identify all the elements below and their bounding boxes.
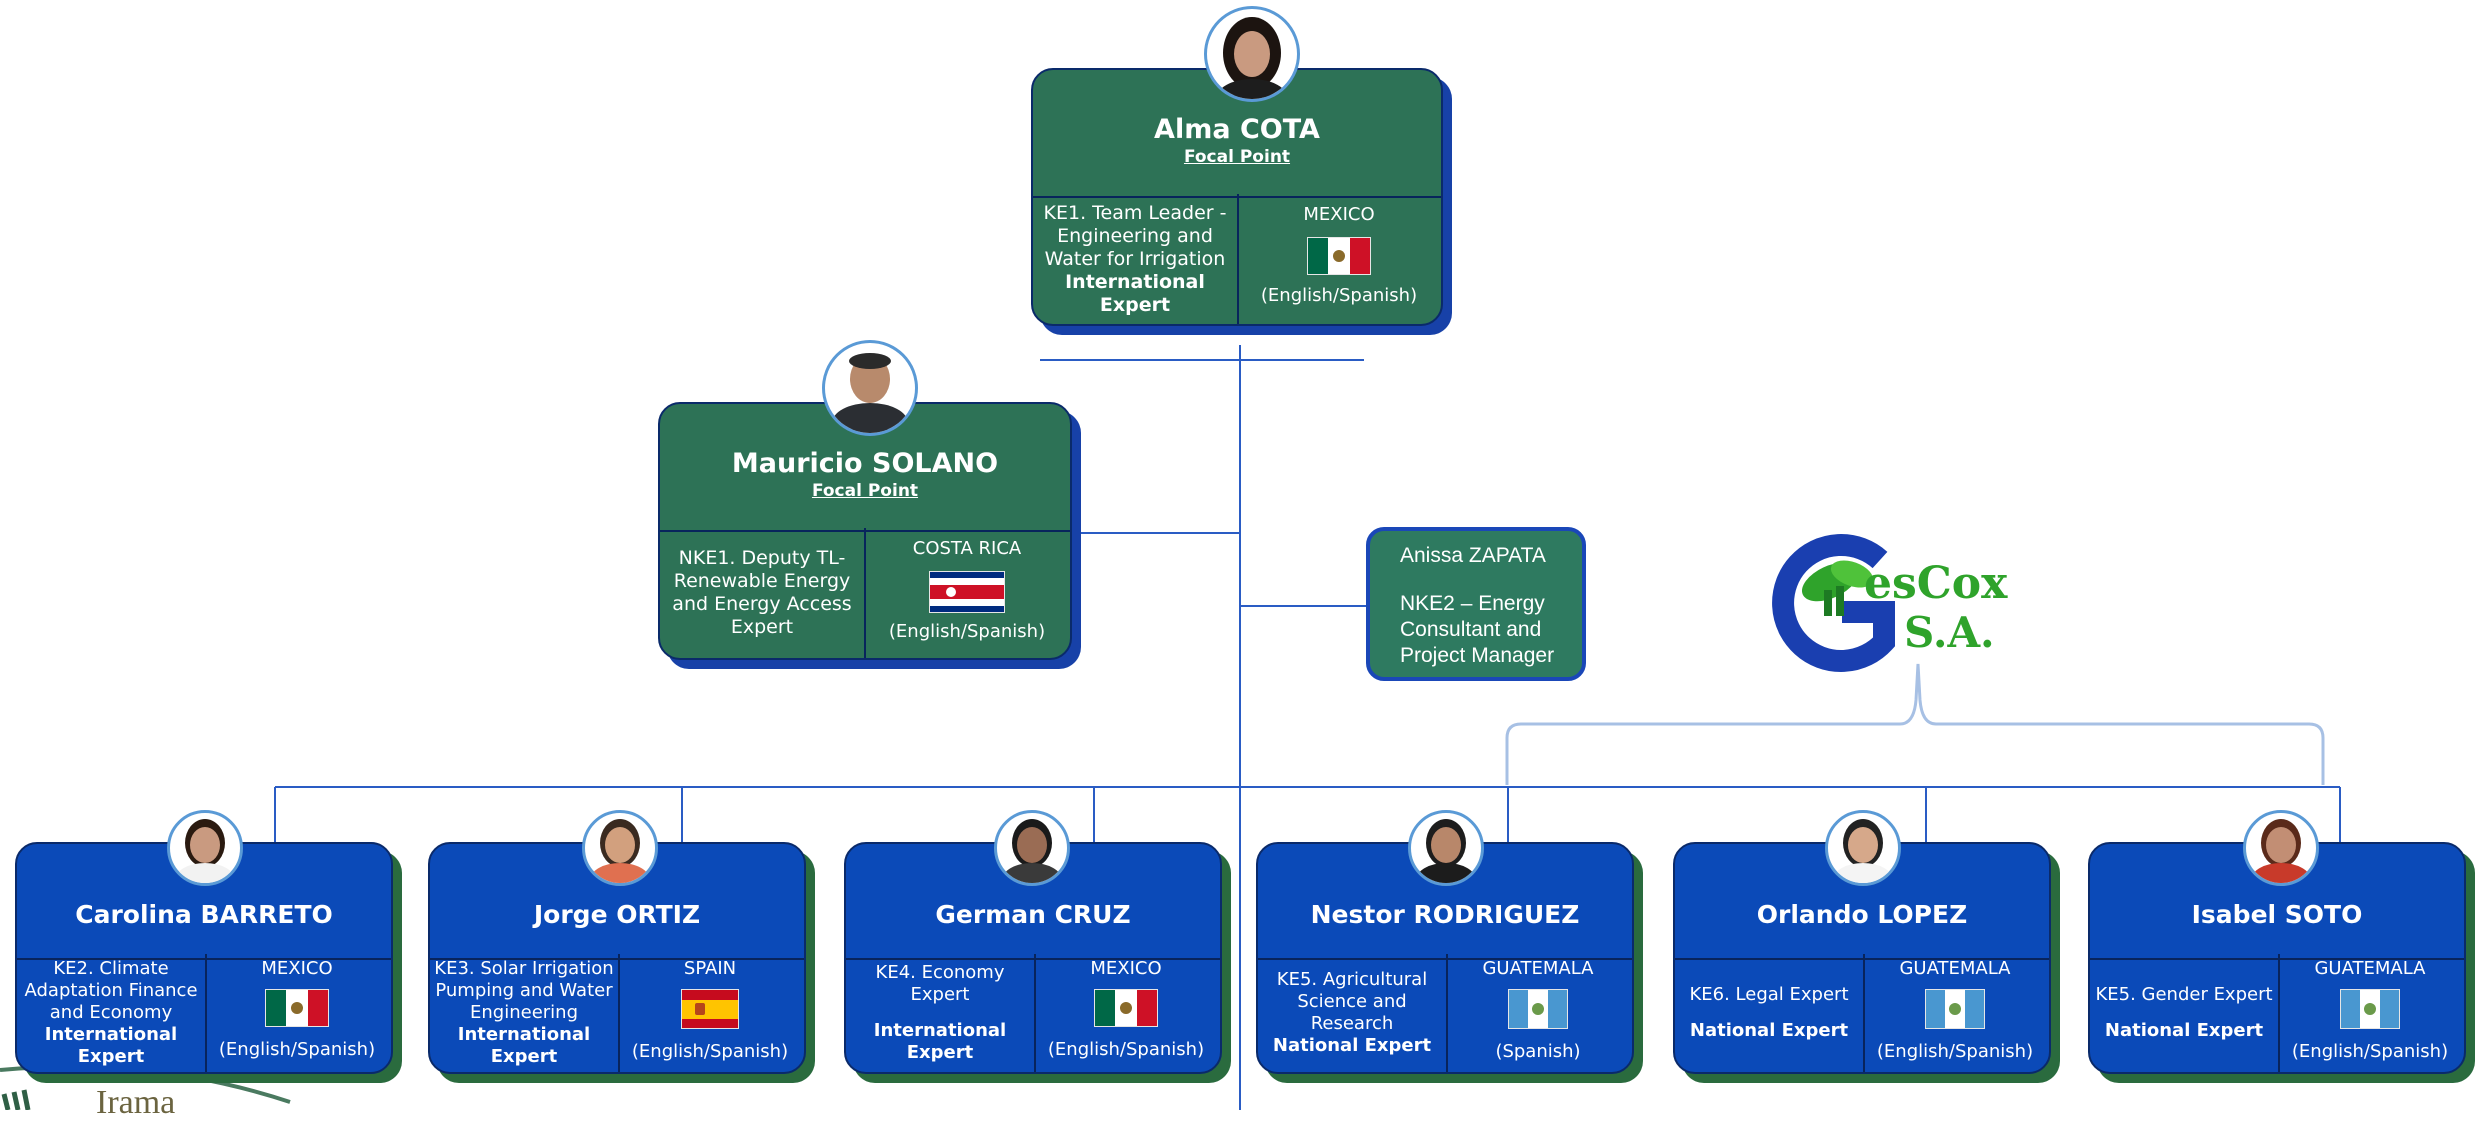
country-cell: SPAIN (English/Spanish) (616, 954, 804, 1072)
expert-level: International Expert (873, 1020, 1007, 1063)
language: (Spanish) (1495, 1041, 1581, 1062)
position-cell: KE6. Legal Expert National Expert (1675, 954, 1865, 1072)
country-name: GUATEMALA (1899, 958, 2011, 979)
country-name: MEXICO (1303, 204, 1375, 225)
card-header: Carolina BARRETO (17, 844, 391, 960)
position-title: KE4. Economy Expert (875, 962, 1005, 1005)
position-title: NKE1. Deputy TL- Renewable Energy and En… (672, 547, 852, 638)
position-cell: NKE1. Deputy TL- Renewable Energy and En… (660, 528, 866, 658)
person-name: Isabel SOTO (2191, 900, 2363, 929)
person-name: Orlando LOPEZ (1756, 900, 1968, 929)
logo-text-bottom: S.A. (1904, 608, 1995, 657)
expert-avatar (167, 810, 243, 886)
logo-text-top: esCox (1864, 558, 2008, 609)
expert-card: German CRUZ KE4. Economy Expert Internat… (844, 842, 1222, 1074)
language: (English/Spanish) (218, 1039, 376, 1060)
position-cell: KE5. Agricultural Science and Research N… (1258, 954, 1448, 1072)
position-cell: KE3. Solar Irrigation Pumping and Water … (430, 954, 620, 1072)
position-title: KE5. Agricultural Science and Research (1276, 969, 1428, 1034)
expert-level: International Expert (457, 1024, 591, 1067)
person-role: Focal Point (811, 481, 919, 501)
mauricio-avatar (822, 340, 918, 436)
position-cell: KE1. Team Leader - Engineering and Water… (1033, 194, 1239, 324)
country-cell: COSTA RICA (English/Spanish) (864, 528, 1070, 658)
country-name: MEXICO (261, 958, 333, 979)
country-name: SPAIN (683, 958, 737, 979)
person-name: Alma COTA (1154, 114, 1320, 145)
position-title: NKE2 – Energy Consultant and Project Man… (1400, 592, 1555, 667)
gescox-logo: esCox S.A. (1772, 530, 2032, 680)
country-cell: GUATEMALA (Spanish) (1444, 954, 1632, 1072)
card-header: Mauricio SOLANO Focal Point (660, 404, 1070, 532)
person-name: Anissa ZAPATA (1400, 544, 1546, 567)
expert-card: Carolina BARRETO KE2. Climate Adaptation… (15, 842, 393, 1074)
country-cell: MEXICO (English/Spanish) (1237, 194, 1441, 324)
expert-avatar (994, 810, 1070, 886)
spain-flag-icon (681, 989, 739, 1029)
country-cell: GUATEMALA (English/Spanish) (1861, 954, 2049, 1072)
guatemala-flag-icon (1925, 989, 1985, 1029)
card-header: Jorge ORTIZ (430, 844, 804, 960)
deputy-card: Mauricio SOLANO Focal Point NKE1. Deputy… (658, 402, 1072, 660)
person-name: Mauricio SOLANO (731, 448, 999, 479)
country-name: GUATEMALA (2314, 958, 2426, 979)
position-title: KE1. Team Leader - Engineering and Water… (1043, 201, 1227, 270)
person-name: Jorge ORTIZ (533, 900, 701, 929)
country-cell: GUATEMALA (English/Spanish) (2276, 954, 2464, 1072)
person-name: Carolina BARRETO (75, 900, 333, 929)
language: (English/Spanish) (888, 621, 1046, 642)
position-cell: KE2. Climate Adaptation Finance and Econ… (17, 954, 207, 1072)
guatemala-flag-icon (2340, 989, 2400, 1029)
position-title: KE2. Climate Adaptation Finance and Econ… (24, 958, 198, 1023)
country-cell: MEXICO (English/Spanish) (203, 954, 391, 1072)
language: (English/Spanish) (1260, 285, 1418, 306)
country-name: GUATEMALA (1482, 958, 1594, 979)
expert-level: National Expert (2104, 1020, 2264, 1041)
expert-avatar (582, 810, 658, 886)
expert-level: International Expert (44, 1024, 178, 1067)
alma-avatar (1204, 6, 1300, 102)
expert-level: National Expert (1272, 1035, 1432, 1056)
mexico-flag-icon (1307, 237, 1371, 275)
position-title: KE6. Legal Expert (1689, 984, 1849, 1005)
card-header: Nestor RODRIGUEZ (1258, 844, 1632, 960)
country-cell: MEXICO (English/Spanish) (1032, 954, 1220, 1072)
expert-level: National Expert (1689, 1020, 1849, 1041)
position-title: KE5. Gender Expert (2095, 984, 2273, 1005)
card-header: German CRUZ (846, 844, 1220, 960)
expert-level: International Expert (1065, 270, 1205, 316)
expert-card: Isabel SOTO KE5. Gender Expert National … (2088, 842, 2466, 1074)
bottom-logo-text: Irama (96, 1084, 176, 1121)
card-header: Isabel SOTO (2090, 844, 2464, 960)
focal-point-card: Alma COTA Focal Point KE1. Team Leader -… (1031, 68, 1443, 326)
mexico-flag-icon (265, 989, 329, 1027)
consultant-box: Anissa ZAPATA NKE2 – Energy Consultant a… (1366, 527, 1586, 681)
position-cell: KE5. Gender Expert National Expert (2090, 954, 2280, 1072)
expert-avatar (2243, 810, 2319, 886)
card-header: Orlando LOPEZ (1675, 844, 2049, 960)
guatemala-flag-icon (1508, 989, 1568, 1029)
costa-rica-flag-icon (929, 571, 1005, 613)
language: (English/Spanish) (2291, 1041, 2449, 1062)
country-name: COSTA RICA (912, 538, 1022, 559)
position-cell: KE4. Economy Expert International Expert (846, 954, 1036, 1072)
country-name: MEXICO (1090, 958, 1162, 979)
person-name: German CRUZ (935, 900, 1131, 929)
language: (English/Spanish) (1047, 1039, 1205, 1060)
expert-avatar (1408, 810, 1484, 886)
gescox-g-icon (1772, 534, 1895, 672)
person-role: Focal Point (1183, 147, 1291, 167)
position-title: KE3. Solar Irrigation Pumping and Water … (434, 958, 614, 1023)
mexico-flag-icon (1094, 989, 1158, 1027)
language: (English/Spanish) (1876, 1041, 2034, 1062)
person-name: Nestor RODRIGUEZ (1310, 900, 1580, 929)
language: (English/Spanish) (631, 1041, 789, 1062)
expert-avatar (1825, 810, 1901, 886)
